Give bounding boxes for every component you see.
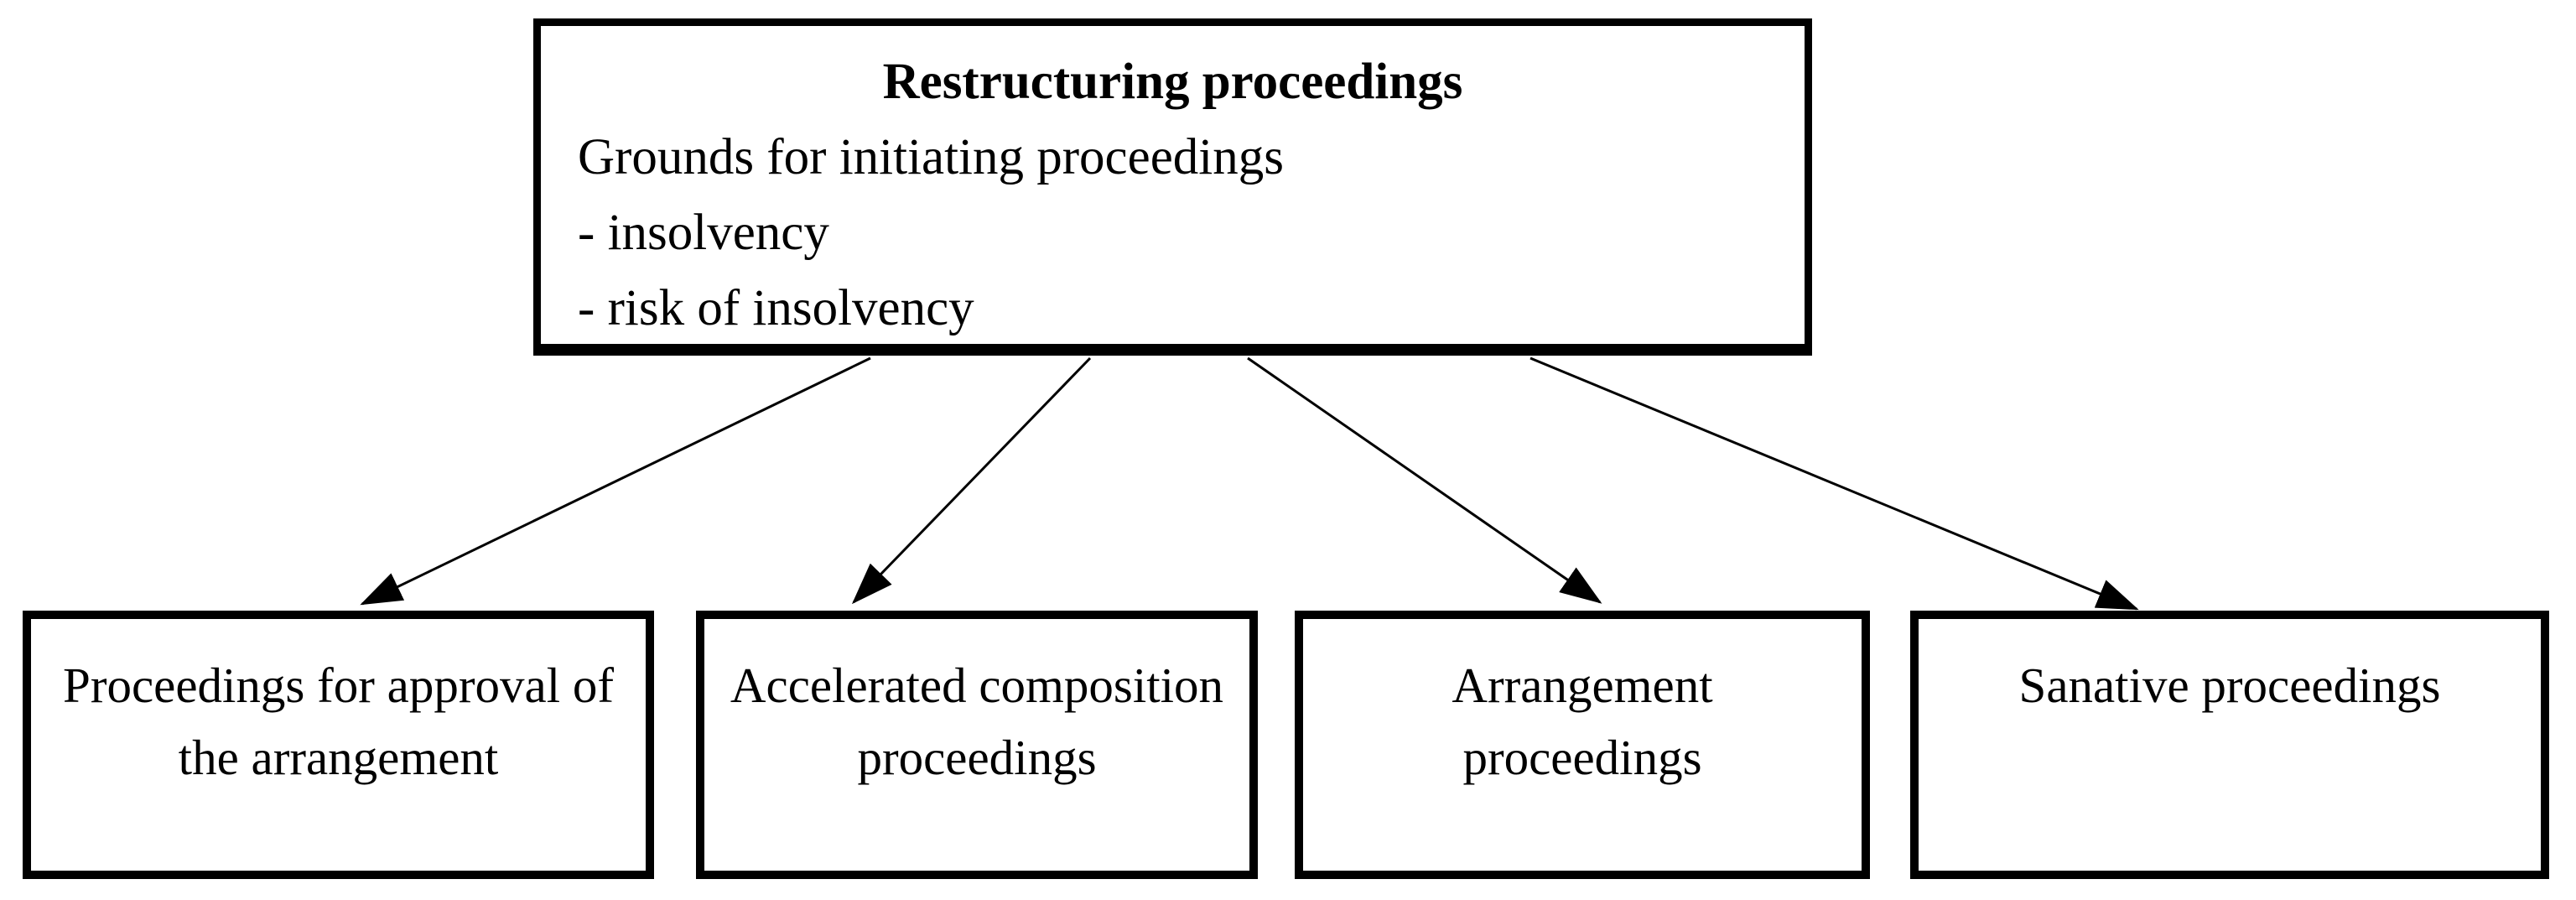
arrow-root-to-accelerated [851,356,1092,605]
arrow-root-to-approval [360,356,871,606]
child-box-approval-of-arrangement: Proceedings for approval of the arrangem… [23,611,654,879]
root-box-grounds-line: Grounds for initiating proceedings [578,129,1284,185]
child-box-arrangement-proceedings: Arrangement proceedings [1295,611,1870,879]
arrow-root-to-sanative [1530,356,2139,611]
root-box-title: Restructuring proceedings [882,54,1463,110]
arrow-root-to-arrangement [1247,356,1602,604]
child-box-label: Accelerated composition proceedings [730,658,1224,785]
root-box-restructuring-proceedings: Restructuring proceedings Grounds for in… [533,18,1812,356]
child-box-sanative-proceedings: Sanative proceedings [1910,611,2549,879]
root-box-insolvency-line: - insolvency [578,205,829,261]
child-box-label: Arrangement proceedings [1452,658,1713,785]
child-box-label: Sanative proceedings [2018,658,2441,713]
child-box-accelerated-composition: Accelerated composition proceedings [696,611,1258,879]
child-box-label: Proceedings for approval of the arrangem… [63,658,614,785]
root-box-risk-of-insolvency-line: - risk of insolvency [578,280,974,336]
